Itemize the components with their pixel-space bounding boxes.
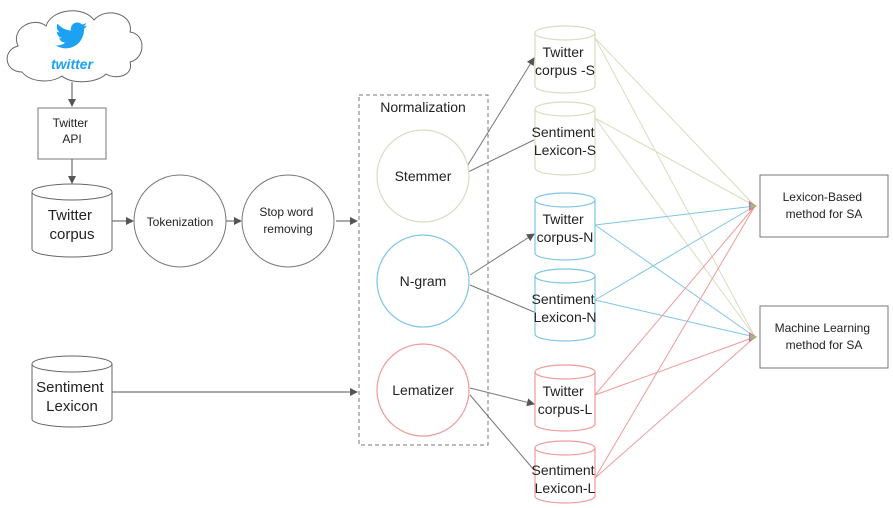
- connector-corpus-n-to-ml-method: [594, 224, 756, 338]
- connector-corpus-n-to-lexicon-method: [594, 205, 756, 226]
- lexicon-s-label-line2: Lexicon-S: [534, 142, 596, 158]
- output-corpus-s: Twitter corpus -S: [534, 25, 596, 94]
- connector-lexicon-l-to-lexicon-method: [594, 205, 756, 479]
- tokenization-label: Tokenization: [147, 215, 214, 229]
- lexicon-based-label-line2: method for SA: [786, 207, 863, 221]
- connector-lexicon-n-to-lexicon-method: [594, 205, 756, 301]
- normalization-connectors: [465, 57, 535, 471]
- twitter-api-label-line2: API: [62, 132, 81, 146]
- lexicon-based-method-box: Lexicon-Based method for SA: [759, 174, 889, 238]
- twitter-logo-text: twitter: [51, 56, 95, 72]
- cloud-shape: [6, 10, 143, 83]
- corpus-n-label-line2: corpus-N: [537, 229, 594, 245]
- machine-learning-method-box: Machine Learning method for SA: [759, 305, 889, 369]
- main-flow-arrows: [68, 82, 358, 396]
- lexicon-based-method-label: Lexicon-Based method for SA: [783, 190, 866, 221]
- twitter-bird-icon: [55, 22, 88, 49]
- normalization-group: Normalization Stemmer N-gram Lematizer: [358, 94, 489, 446]
- connector-lexicon-n-to-ml-method: [594, 299, 756, 338]
- connector-lexicon-s-to-lexicon-method: [594, 117, 756, 207]
- corpus-l-label: Twitter corpus-L: [538, 383, 593, 417]
- stemmer-to-corpus-s: [465, 57, 535, 169]
- lexicon-l-label-line2: Lexicon-L: [535, 480, 596, 496]
- lematizer-label: Lematizer: [392, 382, 454, 398]
- lexicon-l-label: Sentiment Lexicon-L: [532, 462, 599, 496]
- stopword-label-line1: Stop word: [259, 205, 313, 219]
- lexicon-l-label-line1: Sentiment: [532, 462, 595, 478]
- twitter-api-box: Twitter API: [37, 107, 107, 160]
- lematizer-circle: [376, 343, 470, 437]
- sentiment-lexicon-cylinder: Sentiment Lexicon: [31, 355, 113, 428]
- sentiment-lexicon-label-line1: Sentiment: [36, 379, 104, 396]
- tokenization-step: Tokenization: [133, 174, 227, 268]
- sentiment-lexicon-label: Sentiment Lexicon: [36, 379, 108, 415]
- normalization-title: Normalization: [380, 99, 466, 115]
- output-lexicon-n: Sentiment Lexicon-N: [532, 268, 599, 342]
- machine-learning-method-label: Machine Learning method for SA: [775, 321, 874, 352]
- twitter-corpus-label: Twitter corpus: [48, 207, 96, 243]
- stemmer-to-lexicon-s: [465, 139, 535, 174]
- lexicon-method-arrowheads-icon: [749, 201, 757, 211]
- output-lexicon-s: Sentiment Lexicon-S: [532, 101, 599, 176]
- lexicon-n-label-line2: Lexicon-N: [533, 309, 596, 325]
- stemmer-label: Stemmer: [395, 168, 452, 184]
- stopword-label: Stop word removing: [259, 205, 316, 236]
- twitter-api-label-line1: Twitter: [53, 116, 88, 130]
- lexicon-based-label-line1: Lexicon-Based: [783, 190, 862, 204]
- lexicon-s-label-line1: Sentiment: [532, 124, 595, 140]
- connector-corpus-l-to-ml-method: [594, 336, 756, 396]
- lematizer-to-corpus-l: [469, 387, 535, 407]
- connector-corpus-l-to-lexicon-method: [594, 205, 756, 396]
- stopword-removal-step: Stop word removing: [241, 174, 335, 268]
- corpus-s-label: Twitter corpus -S: [535, 44, 595, 78]
- twitter-corpus-cylinder: Twitter corpus: [31, 183, 113, 258]
- output-lexicon-l: Sentiment Lexicon-L: [532, 440, 599, 504]
- stemmer-circle: [376, 129, 470, 223]
- connector-corpus-s-to-ml-method: [594, 37, 756, 338]
- twitter-corpus-label-line1: Twitter: [48, 207, 92, 224]
- method-connectors: [594, 37, 756, 479]
- corpus-l-label-line2: corpus-L: [538, 401, 593, 417]
- ngram-label: N-gram: [400, 273, 447, 289]
- lexicon-n-label-line1: Sentiment: [532, 291, 595, 307]
- ngram-circle: [376, 234, 470, 328]
- twitter-api-label: Twitter API: [53, 116, 92, 146]
- sentiment-lexicon-label-line2: Lexicon: [46, 398, 98, 415]
- ml-label-line1: Machine Learning: [775, 321, 870, 335]
- ngram-to-corpus-n: [469, 233, 535, 276]
- ngram-to-lexicon-n: [469, 284, 535, 313]
- lematizer-to-lexicon-l: [469, 394, 535, 471]
- connector-lexicon-l-to-ml-method: [594, 336, 756, 479]
- corpus-n-label-line1: Twitter: [542, 211, 584, 227]
- corpus-n-label: Twitter corpus-N: [537, 211, 594, 245]
- lexicon-n-label: Sentiment Lexicon-N: [532, 291, 599, 325]
- corpus-l-label-line1: Twitter: [542, 383, 584, 399]
- lexicon-s-label: Sentiment Lexicon-S: [532, 124, 599, 158]
- corpus-s-label-line1: Twitter: [542, 44, 584, 60]
- connector-corpus-s-to-lexicon-method: [594, 37, 756, 207]
- ml-method-arrowheads-icon: [749, 332, 757, 342]
- twitter-cloud: twitter: [6, 10, 143, 83]
- twitter-corpus-label-line2: corpus: [49, 226, 94, 243]
- output-corpus-n: Twitter corpus-N: [534, 192, 596, 261]
- output-corpus-l: Twitter corpus-L: [534, 364, 596, 432]
- stopword-label-line2: removing: [263, 222, 312, 236]
- ml-label-line2: method for SA: [786, 338, 863, 352]
- corpus-s-label-line2: corpus -S: [535, 62, 595, 78]
- connector-lexicon-s-to-ml-method: [594, 117, 756, 338]
